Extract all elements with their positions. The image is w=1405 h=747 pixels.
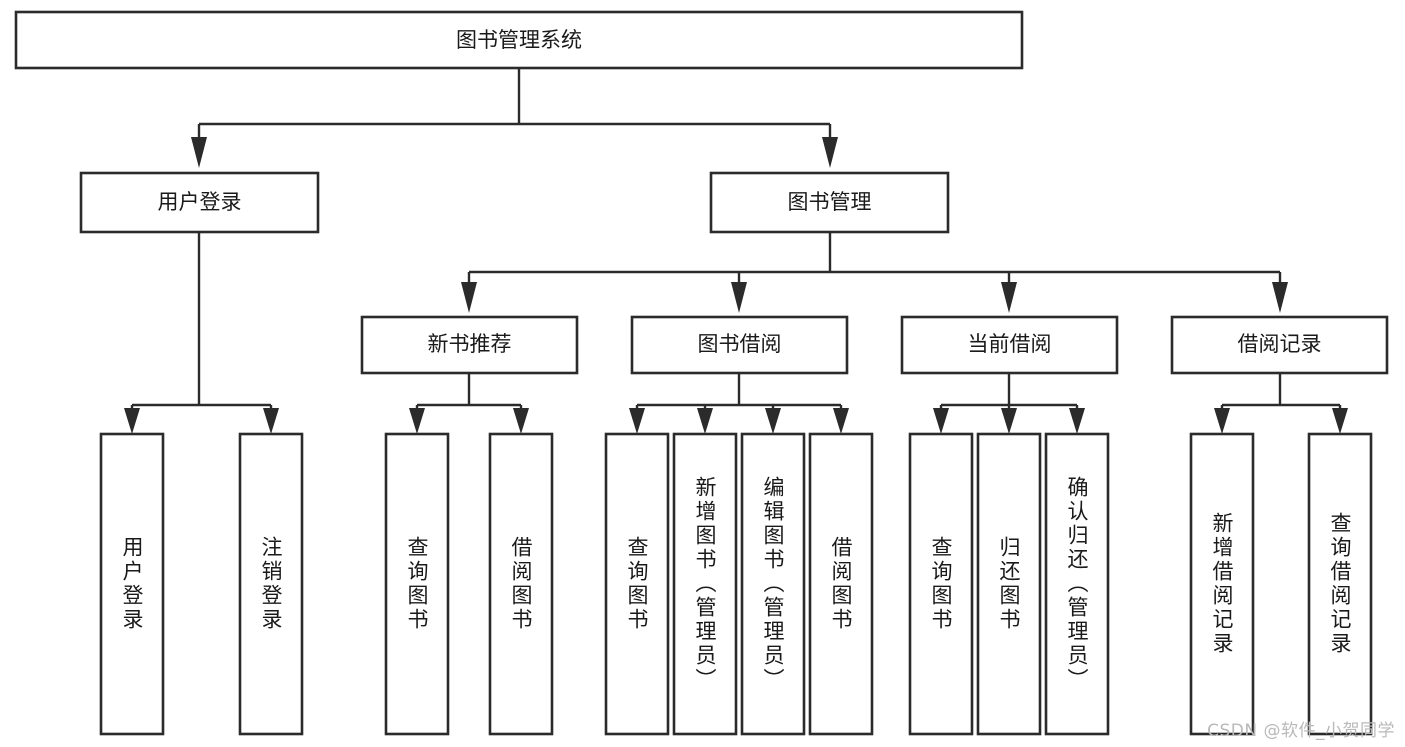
node-borrow-record-box[interactable] [1170, 315, 1389, 375]
node-new-book-recommend-box[interactable] [360, 315, 579, 375]
csdn-watermark: CSDN @软件_小贺同学 [1207, 721, 1395, 741]
node-user-login-label: 用户登录 [158, 190, 242, 214]
arrow-bm-to-record-icon [1272, 282, 1288, 313]
arrow-nb-leaf1-icon [409, 408, 425, 434]
arrow-bb-leaf1-icon [629, 408, 645, 434]
node-current-borrow-label: 当前借阅 [968, 332, 1052, 356]
leaf-user-login-1-box[interactable] [99, 432, 165, 736]
node-book-borrow-label: 图书借阅 [698, 332, 782, 356]
leaf-new-book-1-box[interactable] [384, 432, 450, 736]
connector-layer [124, 68, 1348, 434]
arrow-bm-to-borrow-icon [731, 282, 747, 313]
node-book-management-box[interactable] [709, 171, 950, 234]
node-borrow-record-label: 借阅记录 [1238, 332, 1322, 356]
node-root-label: 图书管理系统 [456, 28, 582, 52]
node-new-book-recommend-label: 新书推荐 [428, 332, 512, 356]
arrow-bm-to-current-icon [1001, 282, 1017, 313]
arrow-bm-to-newbook-icon [461, 282, 477, 313]
leaf-borrow-record-2-box[interactable] [1307, 432, 1373, 736]
node-root-box[interactable] [14, 10, 1024, 70]
leaf-book-borrow-4-box[interactable] [808, 432, 874, 736]
arrow-root-to-user-icon [191, 137, 207, 168]
node-book-borrow-box[interactable] [630, 315, 849, 375]
leaf-book-borrow-1-box[interactable] [604, 432, 670, 736]
arrow-bb-leaf3-icon [765, 408, 781, 434]
arrow-cb-leaf2-icon [1001, 408, 1017, 434]
node-current-borrow-box[interactable] [900, 315, 1119, 375]
arrow-nb-leaf2-icon [513, 408, 529, 434]
arrow-br-leaf1-icon [1214, 408, 1230, 434]
leaf-user-login-2-box[interactable] [238, 432, 304, 736]
arrow-root-to-bookmgmt-icon [822, 137, 838, 168]
node-layer: 图书管理系统 用户登录 图书管理 新书推荐 图书借阅 当前借阅 借阅记录 [14, 10, 1389, 736]
arrow-br-leaf2-icon [1332, 408, 1348, 434]
node-user-login-box[interactable] [79, 171, 320, 234]
arrow-bb-leaf2-icon [697, 408, 713, 434]
arrow-user-leaf1-icon [124, 408, 140, 434]
leaf-new-book-2-box[interactable] [488, 432, 554, 736]
arrow-user-leaf2-icon [263, 408, 279, 434]
leaf-current-borrow-2-box[interactable] [976, 432, 1042, 736]
arrow-cb-leaf1-icon [933, 408, 949, 434]
leaf-book-borrow-3-box[interactable] [740, 432, 806, 736]
leaf-current-borrow-3-box[interactable] [1044, 432, 1110, 736]
node-book-management-label: 图书管理 [788, 190, 872, 214]
leaf-borrow-record-1-box[interactable] [1189, 432, 1255, 736]
arrow-cb-leaf3-icon [1069, 408, 1085, 434]
arrow-bb-leaf4-icon [833, 408, 849, 434]
leaf-current-borrow-1-box[interactable] [908, 432, 974, 736]
leaf-book-borrow-2-box[interactable] [672, 432, 738, 736]
